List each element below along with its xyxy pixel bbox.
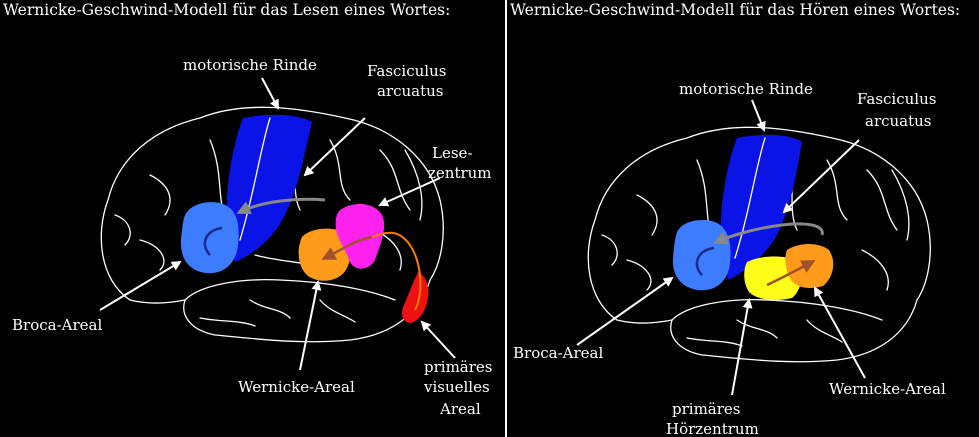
reading-center-label-line2: zentrum — [428, 164, 492, 182]
fasciculus-label-line2: arcuatus — [377, 82, 444, 100]
wernicke-area-label: Wernicke-Areal — [829, 380, 946, 398]
visual-area-label-line2: visuelles — [423, 378, 490, 396]
wernicke-area-region — [785, 244, 833, 288]
visual-area-label-line1: primäres — [424, 358, 492, 376]
broca-arrow — [577, 278, 672, 345]
broca-area-label: Broca-Areal — [12, 316, 102, 334]
wernicke-area-label: Wernicke-Areal — [238, 378, 355, 396]
broca-area-region — [181, 202, 239, 273]
broca-area-region — [673, 220, 731, 290]
reading-brain-diagram: motorische Rinde Fasciculus arcuatus Les… — [0, 0, 505, 437]
fasciculus-arrow — [305, 118, 365, 175]
broca-area-label: Broca-Areal — [513, 344, 603, 362]
fasciculus-label-line2: arcuatus — [865, 112, 932, 130]
wernicke-arrow — [815, 288, 865, 378]
auditory-area-label-line2: Hörzentrum — [666, 420, 759, 437]
visual-area-label-line3: Areal — [439, 400, 481, 418]
visual-area-region — [402, 272, 428, 323]
hearing-brain-diagram: motorische Rinde Fasciculus arcuatus Bro… — [507, 0, 979, 437]
auditory-area-label-line1: primäres — [672, 400, 740, 418]
reading-center-arrow — [380, 178, 440, 205]
fasciculus-label-line1: Fasciculus — [367, 62, 446, 80]
auditory-arrow — [732, 300, 749, 395]
motor-arrow — [752, 100, 764, 130]
wernicke-arrow — [300, 282, 318, 370]
fasciculus-label-line1: Fasciculus — [857, 90, 936, 108]
motor-cortex-label: motorische Rinde — [679, 80, 813, 98]
reading-model-panel: Wernicke-Geschwind-Modell für das Lesen … — [0, 0, 505, 437]
motor-arrow — [262, 78, 278, 108]
hearing-model-panel: Wernicke-Geschwind-Modell für das Hören … — [507, 0, 979, 437]
motor-cortex-label: motorische Rinde — [183, 56, 317, 74]
reading-center-label-line1: Lese- — [432, 144, 472, 162]
visual-area-arrow — [422, 322, 455, 358]
